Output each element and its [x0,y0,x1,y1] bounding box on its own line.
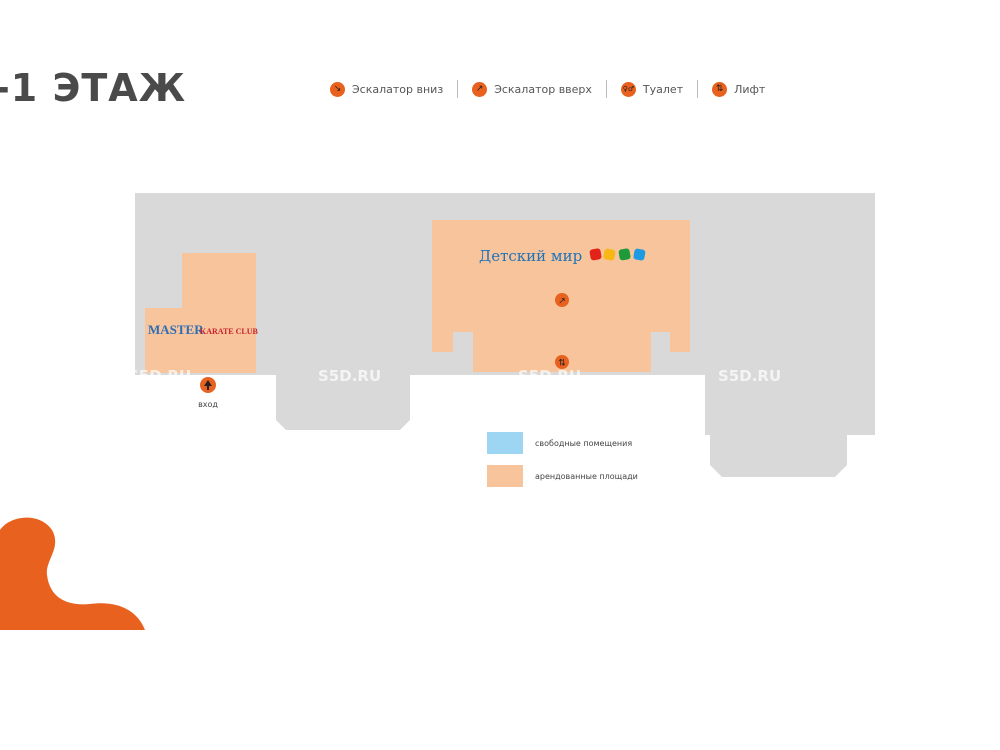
store-master-karate-club[interactable] [145,253,256,373]
legend-escalator-up: ↗ Эскалатор вверх [472,81,592,97]
legend-label: свободные помещения [535,438,633,448]
legend-label: Туалет [642,82,684,96]
legend-label: арендованные площади [535,471,638,481]
rented-swatch [487,465,523,487]
master-logo-sub: KARATE CLUB [200,327,259,336]
detsky-mir-logo-squares [589,248,646,261]
elevator-icon[interactable]: ⇅ [555,355,569,369]
watermark: S5D.RU [318,367,381,385]
toilet-icon: ♀♂ [620,81,636,97]
watermark: S5D.RU [518,367,581,385]
divider [457,80,459,98]
floor-title: -1 ЭТАЖ [0,66,187,110]
divider [697,80,699,98]
watermarks: S5D.RU S5D.RU S5D.RU S5D.RU [128,367,781,385]
legend-label: Лифт [734,82,766,96]
entrance-icon[interactable] [200,377,216,393]
legend-label: Эскалатор вверх [494,82,592,96]
escalator-up-icon[interactable]: ↗ [555,293,569,307]
divider [605,80,607,98]
free-swatch [487,432,523,454]
svg-text:↗: ↗ [558,297,566,307]
watermark: S5D.RU [128,367,191,385]
escalator-down-icon: ↘ [330,81,345,97]
watermark: S5D.RU [718,367,781,385]
decorative-orange-blob [0,517,145,630]
detsky-mir-logo: Детский мир [479,247,582,265]
legend-toilet: ♀♂ Туалет [620,81,684,97]
svg-text:⇅: ⇅ [558,359,566,369]
legend-escalator-down: ↘ Эскалатор вниз [330,81,444,97]
escalator-up-icon: ↗ [472,81,488,97]
legend-free: свободные помещения [487,432,632,454]
master-logo: MASTER [148,322,204,337]
elevator-icon: ⇅ [712,81,728,97]
entrance-label: вход [198,400,218,409]
legend-label: Эскалатор вниз [352,82,444,96]
legend-rented: арендованные площади [487,465,638,487]
icon-legend: ↘ Эскалатор вниз ↗ Эскалатор вверх ♀♂ Ту… [330,80,765,98]
legend-elevator: ⇅ Лифт [712,81,766,97]
